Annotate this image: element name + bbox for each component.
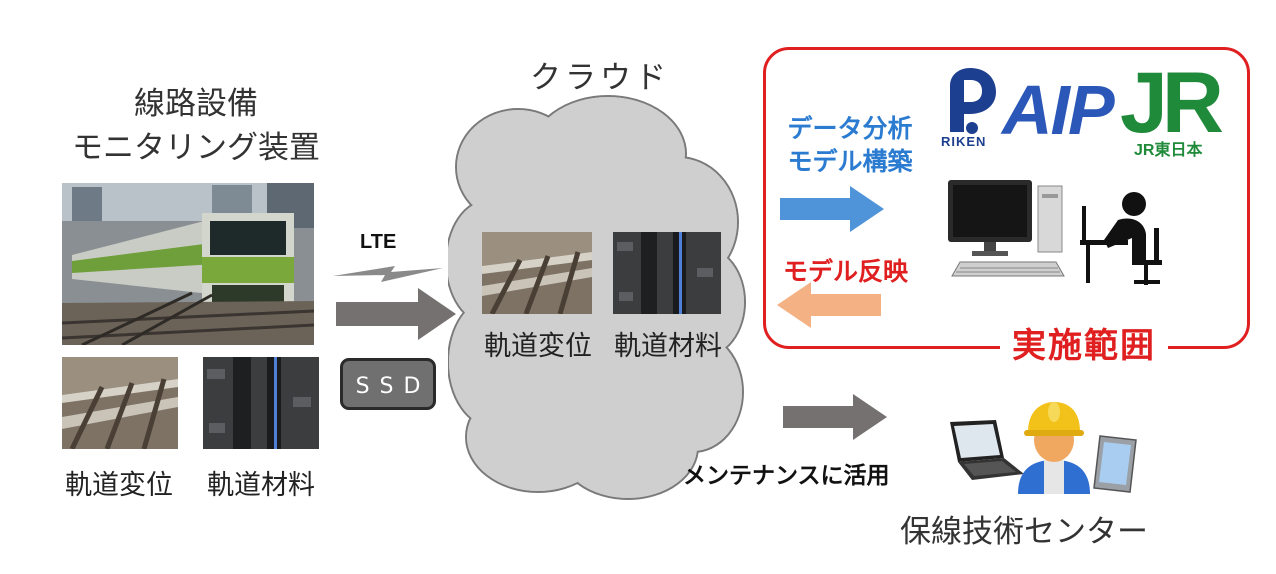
computer-workstation-icon xyxy=(948,180,1065,277)
device-title-line1: 線路設備 xyxy=(134,86,258,122)
left-caption-displacement: 軌道変位 xyxy=(65,470,173,501)
worker-helmet-icon xyxy=(1018,402,1090,494)
train-photo xyxy=(62,183,314,345)
device-title-line2: モニタリング装置 xyxy=(72,130,320,166)
lte-label: LTE xyxy=(360,231,397,253)
maintenance-center-label: 保線技術センター xyxy=(900,514,1148,550)
tablet-icon xyxy=(1093,435,1137,493)
device-title: 線路設備 モニタリング装置 xyxy=(40,82,352,170)
maintenance-text: メンテナンスに活用 xyxy=(683,463,890,489)
ssd-box: SSD xyxy=(340,358,436,410)
cloud-caption-material: 軌道材料 xyxy=(614,331,722,362)
jr-east-name: JR東日本 xyxy=(1134,142,1203,159)
cloud-material-image xyxy=(613,232,721,314)
track-material-image xyxy=(203,357,319,449)
lightning-icon xyxy=(333,266,443,282)
analyst-person-icon xyxy=(1080,192,1162,285)
analysis-text: データ分析 モデル構築 xyxy=(780,112,920,178)
aip-logo: AIP xyxy=(1002,71,1115,149)
track-displacement-image xyxy=(62,357,178,449)
analysis-arrow xyxy=(780,186,884,232)
riken-logo xyxy=(950,68,996,134)
riken-wordmark: RIKEN xyxy=(941,134,987,149)
upload-arrow xyxy=(336,288,456,340)
analysis-line1: データ分析 xyxy=(787,114,913,143)
feedback-text: モデル反映 xyxy=(783,257,909,286)
jr-logo: JR xyxy=(1120,55,1224,151)
analysis-line2: モデル構築 xyxy=(787,147,913,176)
cloud-title: クラウド xyxy=(530,60,670,96)
feedback-arrow xyxy=(777,282,881,328)
laptop-icon xyxy=(950,420,1024,480)
left-caption-material: 軌道材料 xyxy=(207,470,315,501)
scope-label: 実施範囲 xyxy=(1000,318,1168,367)
cloud-displacement-image xyxy=(482,232,592,314)
maintenance-arrow xyxy=(783,394,887,440)
cloud-caption-displacement: 軌道変位 xyxy=(484,331,592,362)
